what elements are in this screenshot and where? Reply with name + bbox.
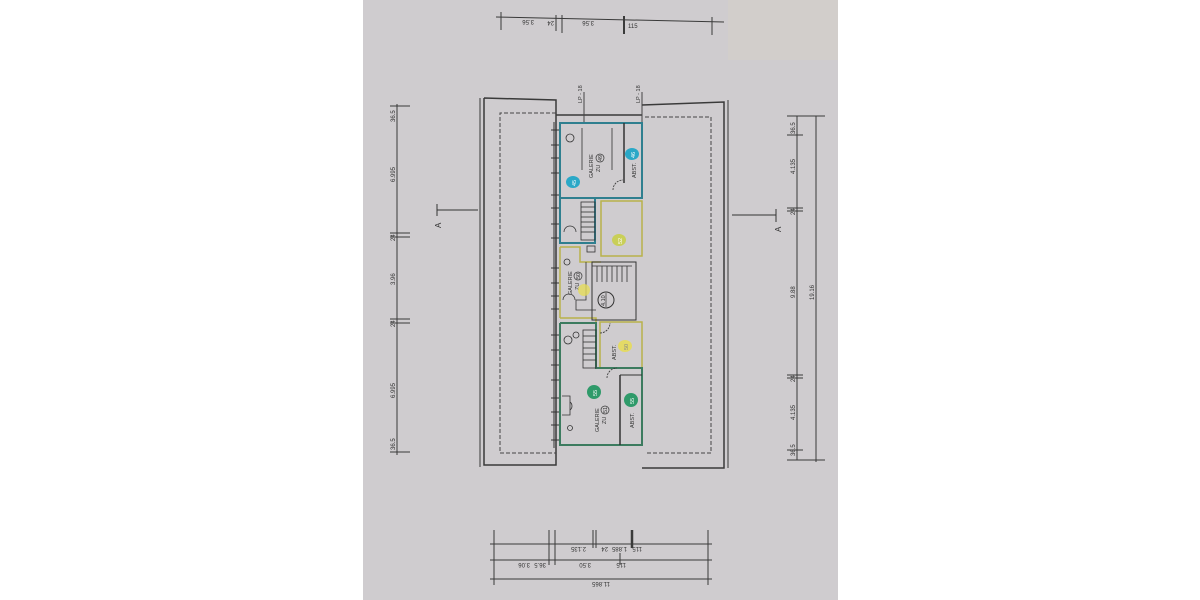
svg-text:36.5: 36.5 xyxy=(791,444,797,456)
svg-text:3.96: 3.96 xyxy=(391,273,397,285)
left-dimension-labels: 36.5 6.995 24 3.96 24 6.995 36.5 xyxy=(391,110,397,450)
svg-text:ZU: ZU xyxy=(602,417,608,424)
badge-52: 52 xyxy=(612,234,626,246)
badge-45: 45 xyxy=(566,176,580,188)
svg-text:36.5: 36.5 xyxy=(391,110,397,122)
svg-text:2.135: 2.135 xyxy=(570,545,586,551)
lp-marker-label-1: LP - 18 xyxy=(578,85,584,103)
stair-core-label: 4.10 xyxy=(601,295,607,306)
svg-text:ZU: ZU xyxy=(596,165,602,172)
badge-50: 50 xyxy=(618,340,632,352)
svg-text:36.5: 36.5 xyxy=(791,122,797,134)
unit-middle-yellow xyxy=(559,200,643,324)
lp-markers xyxy=(583,92,643,122)
roof-outline xyxy=(479,97,729,469)
section-label-left: A xyxy=(434,222,443,228)
svg-text:55: 55 xyxy=(593,390,599,396)
svg-text:4.135: 4.135 xyxy=(791,158,797,174)
unit-top-blue xyxy=(559,122,643,244)
svg-text:6.995: 6.995 xyxy=(391,382,397,398)
svg-text:51: 51 xyxy=(603,407,609,413)
room-galerie-1: GALERIE ZU 49 xyxy=(589,153,605,178)
section-marker-right xyxy=(732,209,777,222)
dim-top-3: 3.56 xyxy=(582,19,594,25)
badge-53 xyxy=(578,284,590,296)
svg-text:9.88: 9.88 xyxy=(791,286,797,298)
svg-text:3.50: 3.50 xyxy=(579,561,591,567)
room-galerie-2: GALERIE ZU 50 xyxy=(568,271,583,295)
svg-text:19.16: 19.16 xyxy=(810,284,816,300)
svg-text:ZU: ZU xyxy=(575,283,581,290)
eave-dashed-outline xyxy=(499,112,712,454)
room-abst-2: ABST. xyxy=(612,344,618,360)
svg-text:36.5: 36.5 xyxy=(534,561,546,567)
svg-text:GALERIE: GALERIE xyxy=(568,271,574,295)
bottom-dimension-lines xyxy=(490,530,712,585)
svg-text:GALERIE: GALERIE xyxy=(589,154,595,178)
svg-text:24: 24 xyxy=(791,208,797,215)
right-dimension-lines xyxy=(787,115,825,462)
room-abst-1: ABST. xyxy=(632,162,638,178)
svg-text:46: 46 xyxy=(631,152,637,158)
svg-text:24: 24 xyxy=(391,320,397,327)
bottom-dimension-labels: 2.135 24 1.885 115 3.06 36.5 3.50 115 11… xyxy=(518,545,642,586)
left-dimension-line xyxy=(390,104,410,455)
svg-text:49: 49 xyxy=(598,155,604,161)
badge-46: 46 xyxy=(625,148,639,160)
svg-text:6.995: 6.995 xyxy=(391,166,397,182)
svg-text:115: 115 xyxy=(632,545,642,551)
badge-55-galerie: 55 xyxy=(587,385,601,399)
dim-top-2: 24 xyxy=(547,19,554,25)
window-ticks xyxy=(551,122,559,448)
room-galerie-3: GALERIE ZU 51 xyxy=(595,405,610,432)
dim-top-1: 3.56 xyxy=(522,18,534,24)
svg-text:ABST.: ABST. xyxy=(612,344,618,360)
svg-text:ABST.: ABST. xyxy=(630,412,636,428)
dim-top-4: 115 xyxy=(628,24,638,30)
svg-text:24: 24 xyxy=(391,234,397,241)
right-dimension-labels: 36.5 4.135 24 9.88 24 4.135 36.5 19.16 xyxy=(791,122,816,456)
svg-text:4.135: 4.135 xyxy=(791,404,797,420)
svg-text:45: 45 xyxy=(572,180,578,186)
paper-shadow xyxy=(728,0,838,60)
drawing-sheet xyxy=(363,0,838,600)
svg-text:50: 50 xyxy=(624,344,630,350)
section-label-right: A xyxy=(774,226,783,232)
room-abst-3: ABST. xyxy=(630,412,636,428)
svg-text:55: 55 xyxy=(630,398,636,404)
svg-text:GALERIE: GALERIE xyxy=(595,408,601,432)
svg-text:1.885: 1.885 xyxy=(611,545,627,551)
svg-text:115: 115 xyxy=(616,561,626,567)
svg-text:36.5: 36.5 xyxy=(391,438,397,450)
section-marker-left xyxy=(436,204,478,216)
svg-text:11.865: 11.865 xyxy=(591,580,610,586)
svg-text:3.06: 3.06 xyxy=(518,561,530,567)
unit-bottom-green xyxy=(559,322,643,446)
badge-55-abst: 55 xyxy=(624,393,638,407)
svg-text:24: 24 xyxy=(791,375,797,382)
lp-marker-label-2: LP - 18 xyxy=(636,85,642,103)
svg-text:ABST.: ABST. xyxy=(632,162,638,178)
svg-text:50: 50 xyxy=(576,273,582,279)
svg-text:52: 52 xyxy=(618,238,624,244)
svg-text:24: 24 xyxy=(601,545,608,551)
top-dimension-line xyxy=(495,12,725,35)
